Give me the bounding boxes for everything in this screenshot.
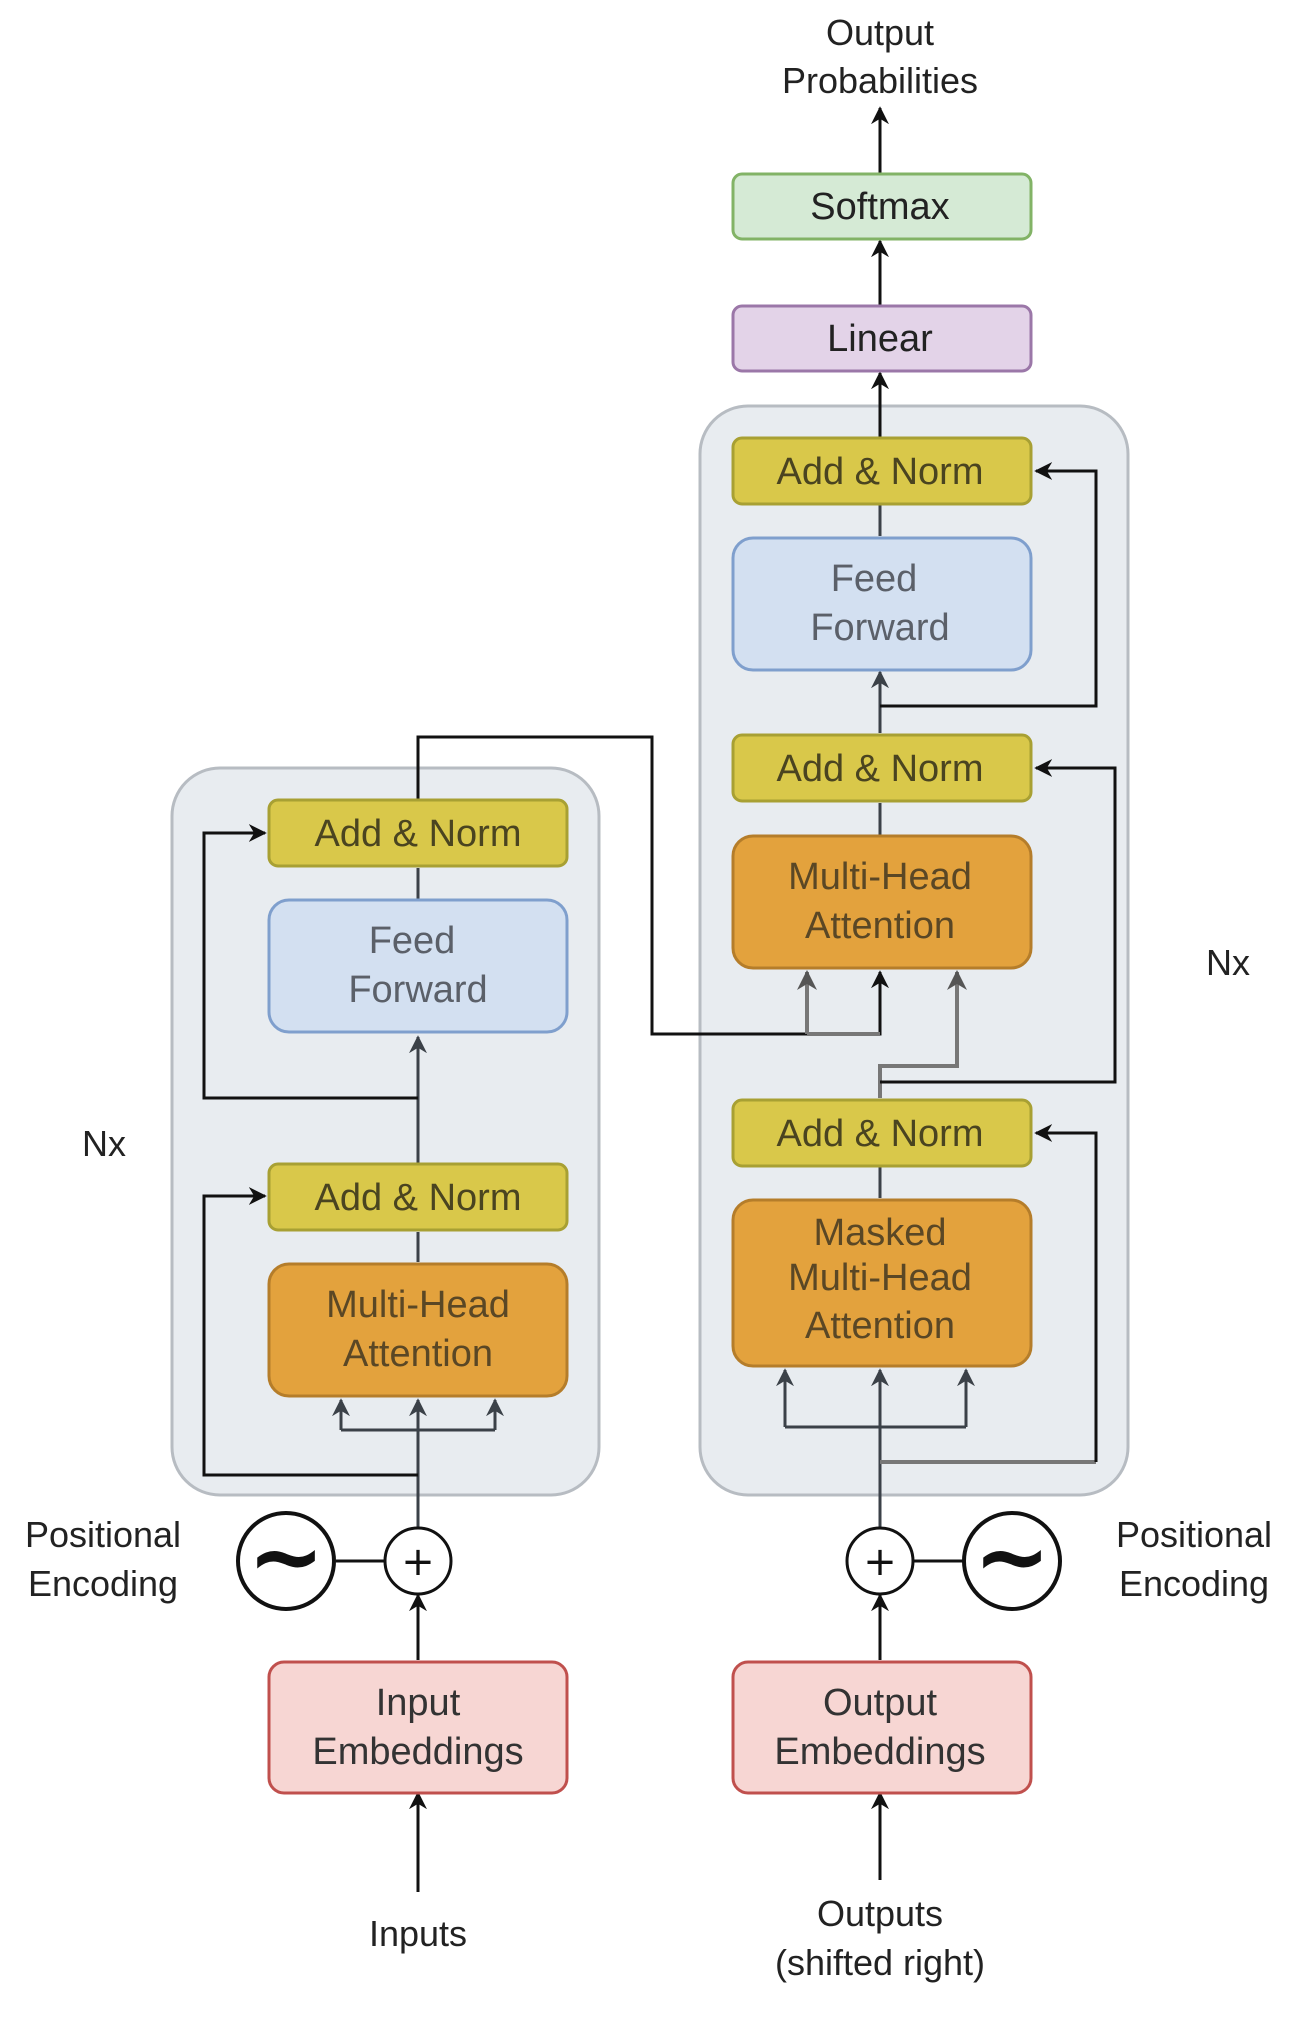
dec-plus-icon: + <box>863 1539 897 1585</box>
enc-attention-label-1: Multi-Head <box>326 1284 510 1326</box>
enc-input-embeddings: Input Embeddings <box>267 1660 569 1795</box>
dec-add-norm-middle: Add & Norm <box>731 733 1033 803</box>
enc-positional-encoding-label-1: Positional <box>25 1514 181 1555</box>
encoder-nx-label: Nx <box>82 1123 126 1164</box>
linear-label: Linear <box>827 318 933 360</box>
dec-multi-head-attention: Multi-Head Attention <box>731 834 1033 970</box>
enc-add-norm-bottom-label: Add & Norm <box>315 1177 522 1219</box>
enc-residual-2-arrow <box>202 824 418 1100</box>
dec-sine-circle: ~ <box>962 1503 1062 1611</box>
dec-masked-attention-label-2: Multi-Head <box>788 1257 972 1299</box>
encoder-output-to-decoder-line <box>416 735 889 1036</box>
dec-positional-encoding-label-2: Encoding <box>1119 1563 1269 1604</box>
output-probabilities-label-1: Output <box>826 12 934 53</box>
enc-feed-forward-label-1: Feed <box>369 920 456 962</box>
dec-add-norm-bottom: Add & Norm <box>731 1098 1033 1168</box>
dec-cross-attention-label-2: Attention <box>805 905 955 947</box>
dec-residual-3-arrow <box>880 462 1098 708</box>
dec-feed-forward: Feed Forward <box>731 536 1033 672</box>
linear-layer: Linear <box>731 304 1033 373</box>
enc-sine-circle: ~ <box>236 1503 336 1611</box>
enc-residual-1-arrow <box>202 1187 418 1477</box>
dec-feed-forward-label-1: Feed <box>831 558 918 600</box>
dec-add-norm-top: Add & Norm <box>731 436 1033 506</box>
softmax-layer: Softmax <box>731 172 1033 241</box>
dec-output-embeddings-label-2: Embeddings <box>774 1731 985 1773</box>
enc-positional-encoding-label-2: Encoding <box>28 1563 178 1604</box>
dec-feed-forward-label-2: Forward <box>810 607 949 649</box>
enc-adder: + <box>383 1526 453 1596</box>
dec-output-embeddings: Output Embeddings <box>731 1660 1033 1795</box>
enc-sine-icon: ~ <box>247 1503 324 1610</box>
dec-cross-attention-label-1: Multi-Head <box>788 856 972 898</box>
enc-add-norm-top: Add & Norm <box>267 798 569 868</box>
dec-masked-attention-label-1: Masked <box>813 1212 946 1254</box>
dec-add-norm-middle-label: Add & Norm <box>777 748 984 790</box>
dec-positional-encoding-label-1: Positional <box>1116 1514 1272 1555</box>
dec-sine-icon: ~ <box>973 1503 1050 1610</box>
outputs-label-1: Outputs <box>817 1893 943 1934</box>
enc-plus-icon: + <box>401 1539 435 1585</box>
dec-residual-2-arrow <box>880 759 1117 1084</box>
softmax-label: Softmax <box>810 186 949 228</box>
enc-input-embeddings-label-2: Embeddings <box>312 1731 523 1773</box>
dec-adder: + <box>845 1526 915 1596</box>
enc-attention-label-2: Attention <box>343 1333 493 1375</box>
dec-residual-1-arrow <box>1034 1124 1098 1462</box>
enc-add-norm-bottom: Add & Norm <box>267 1162 569 1232</box>
dec-add-norm-top-label: Add & Norm <box>777 451 984 493</box>
enc-input-embeddings-label-1: Input <box>376 1682 461 1724</box>
enc-feed-forward-label-2: Forward <box>348 969 487 1011</box>
dec-masked-multi-head-attention: Masked Multi-Head Attention <box>731 1198 1033 1368</box>
dec-masked-attention-label-3: Attention <box>805 1305 955 1347</box>
inputs-label: Inputs <box>369 1913 467 1954</box>
outputs-label-2: (shifted right) <box>775 1942 985 1983</box>
enc-add-norm-top-label: Add & Norm <box>315 813 522 855</box>
enc-multi-head-attention: Multi-Head Attention <box>267 1262 569 1398</box>
enc-feed-forward: Feed Forward <box>267 898 569 1034</box>
output-probabilities-label-2: Probabilities <box>782 60 978 101</box>
dec-add-norm-bottom-label: Add & Norm <box>777 1113 984 1155</box>
dec-output-embeddings-label-1: Output <box>823 1682 938 1724</box>
decoder-nx-label: Nx <box>1206 942 1250 983</box>
